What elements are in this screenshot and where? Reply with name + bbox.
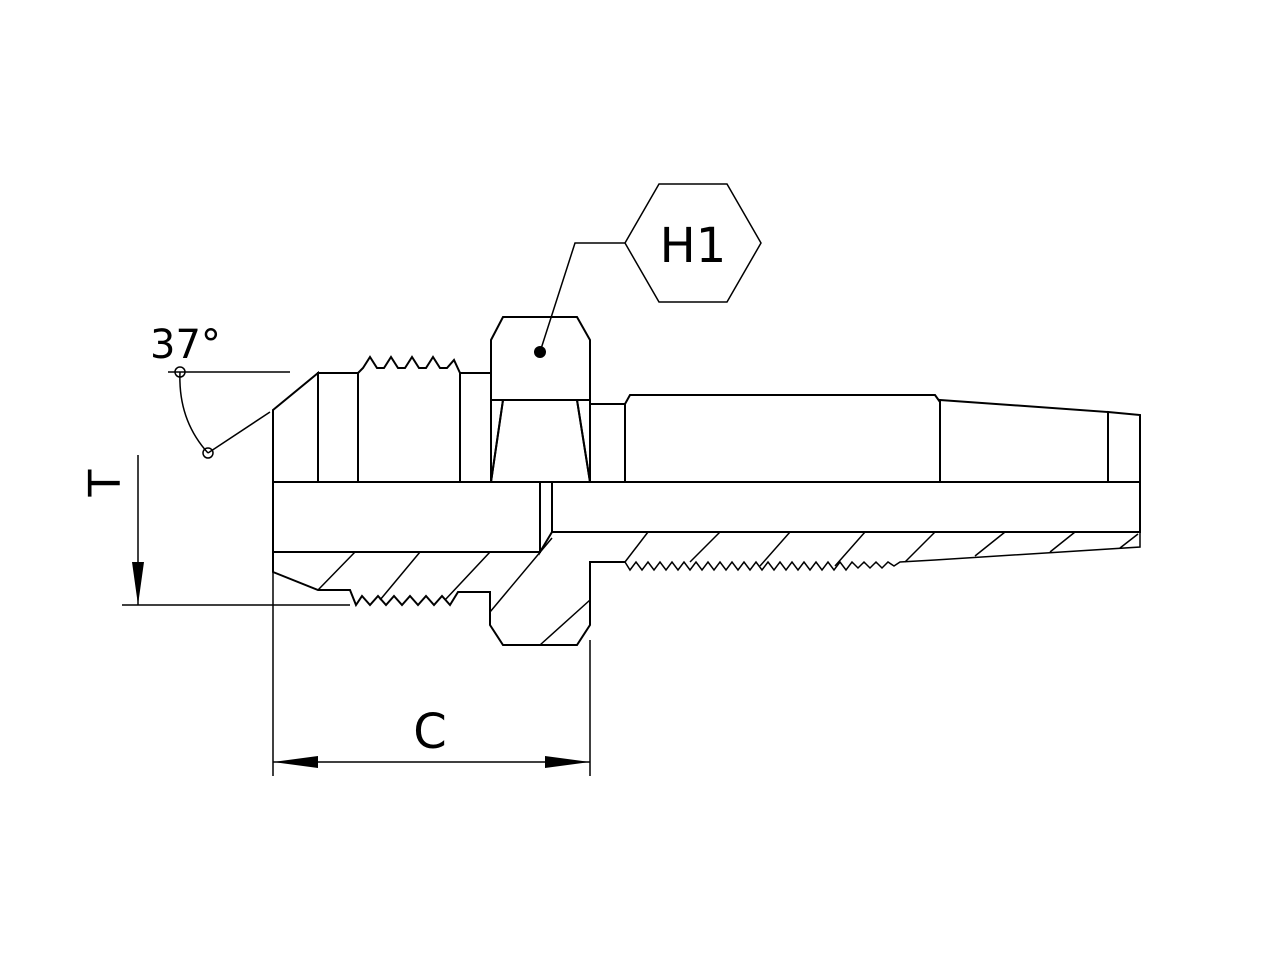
dimension-C-label: C (413, 704, 447, 760)
angle-annotation: 37° (150, 322, 290, 459)
hex-callout-label: H1 (660, 218, 727, 274)
bore-small (551, 481, 1141, 533)
section-view (272, 531, 1141, 646)
left-thread (357, 355, 461, 483)
angle-label: 37° (150, 322, 221, 368)
dimension-T-label: T (80, 469, 131, 497)
bore-large (272, 481, 541, 553)
fitting-body (272, 316, 1141, 556)
dimension-C: C (272, 572, 591, 776)
hex-nut (490, 316, 591, 401)
right-thread (624, 394, 941, 483)
hex-callout: H1 (534, 183, 762, 358)
dimension-T: T (80, 455, 350, 606)
